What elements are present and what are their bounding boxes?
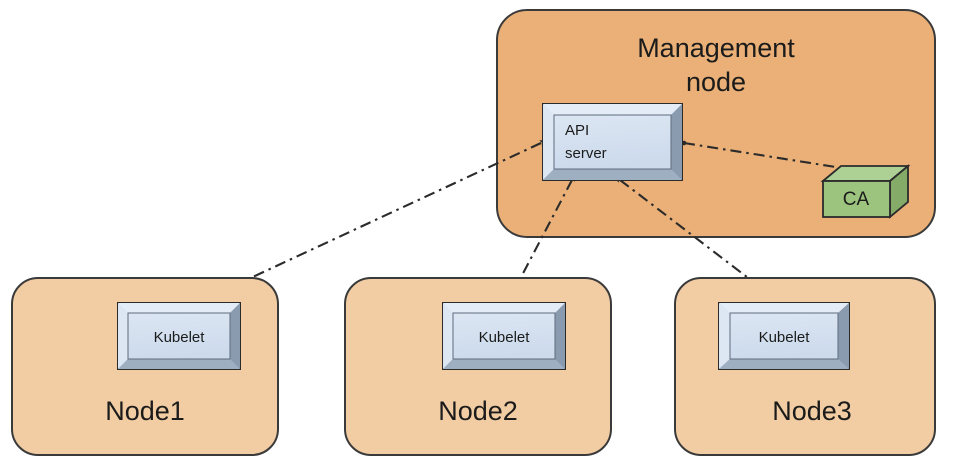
worker-node-1-title: Node1 [105,396,185,426]
worker-node-1-container[interactable]: Kubelet Node1 [11,277,279,456]
worker-node-3-container[interactable]: Kubelet Node3 [674,277,936,456]
api-server-bevel-right [671,104,682,180]
api-server-bevel-top [543,104,682,115]
management-node-title-line2: node [686,67,746,97]
node3-kubelet-face [729,312,839,360]
node3-kubelet-label: Kubelet [759,329,811,346]
connection-api-server-to-ca [681,140,862,174]
ca-box[interactable]: CA [820,164,911,219]
node2-kubelet-bevel-bottom [443,359,565,369]
ca-front-face [822,180,891,218]
node1-kubelet-bevel-right [230,303,240,369]
node2-kubelet-face [452,312,556,360]
node1-kubelet-bevel-top [118,303,240,313]
node1-kubelet-bevel-bottom [118,359,240,369]
node3-kubelet-bevel-top [719,303,849,313]
node2-kubelet-box[interactable]: Kubelet [442,302,566,370]
node3-kubelet-bevel-bottom [719,359,849,369]
management-node-title-line1: Management [637,33,795,63]
node1-kubelet-bevel-left [118,303,128,369]
worker-node-2-container[interactable]: Kubelet Node2 [344,277,612,456]
api-server-label-line1: API [565,122,589,139]
api-server-bevel-bottom [543,169,682,180]
node3-kubelet-bevel-right [838,303,849,369]
node3-kubelet-box[interactable]: Kubelet [718,302,850,370]
node2-kubelet-bevel-left [443,303,453,369]
worker-node-3-title: Node3 [772,396,852,426]
node1-kubelet-face [127,312,231,360]
ca-label: CA [843,189,870,210]
api-server-face [553,114,672,170]
node1-kubelet-label: Kubelet [154,329,206,346]
api-server-bevel-left [543,104,554,180]
node2-kubelet-bevel-top [443,303,565,313]
node2-kubelet-bevel-right [555,303,565,369]
api-server-box[interactable]: API server [542,103,683,181]
api-server-label-line2: server [565,145,607,162]
node2-kubelet-label: Kubelet [479,329,531,346]
node3-kubelet-bevel-left [719,303,730,369]
connection-api-server-to-node1-kubelet [185,139,548,309]
node1-kubelet-box[interactable]: Kubelet [117,302,241,370]
worker-node-2-title: Node2 [438,396,518,426]
